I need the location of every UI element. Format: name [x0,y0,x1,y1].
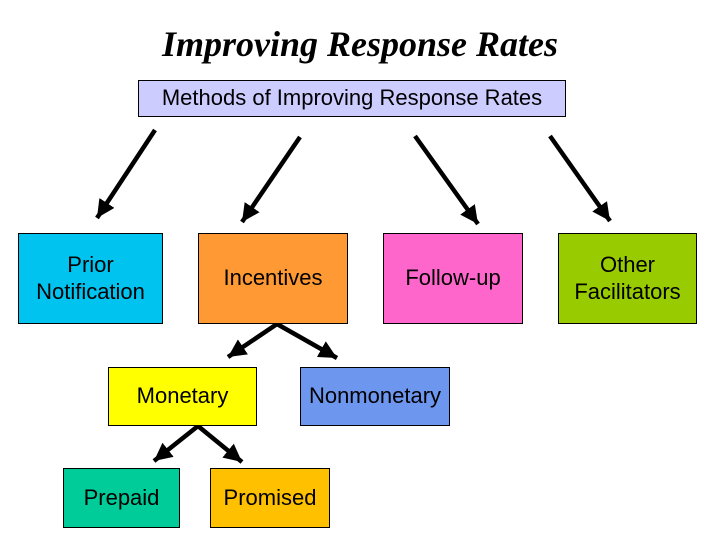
diagram-node-methods-root: Methods of Improving Response Rates [138,80,566,117]
arrow-root-to-incentives [240,135,302,224]
diagram-node-other-facilitators: Other Facilitators [558,233,697,324]
diagram-node-promised: Promised [210,468,330,528]
arrow-root-to-prior-notification [95,128,157,220]
diagram-node-incentives: Incentives [198,233,348,324]
slide-title: Improving Response Rates [161,24,559,64]
arrow-monetary-to-prepaid [152,424,200,463]
diagram-node-nonmonetary: Nonmonetary [300,367,450,426]
diagram-node-prepaid: Prepaid [63,468,180,528]
arrow-monetary-to-promised [196,424,244,464]
arrow-root-to-follow-up [413,134,480,226]
diagram-node-monetary: Monetary [108,367,257,426]
diagram-node-prior-notification: Prior Notification [18,233,163,324]
arrow-incentives-to-nonmonetary [275,322,339,360]
arrow-incentives-to-monetary [226,322,279,359]
arrow-root-to-other-facilitators [548,134,612,223]
diagram-node-follow-up: Follow-up [383,233,523,324]
